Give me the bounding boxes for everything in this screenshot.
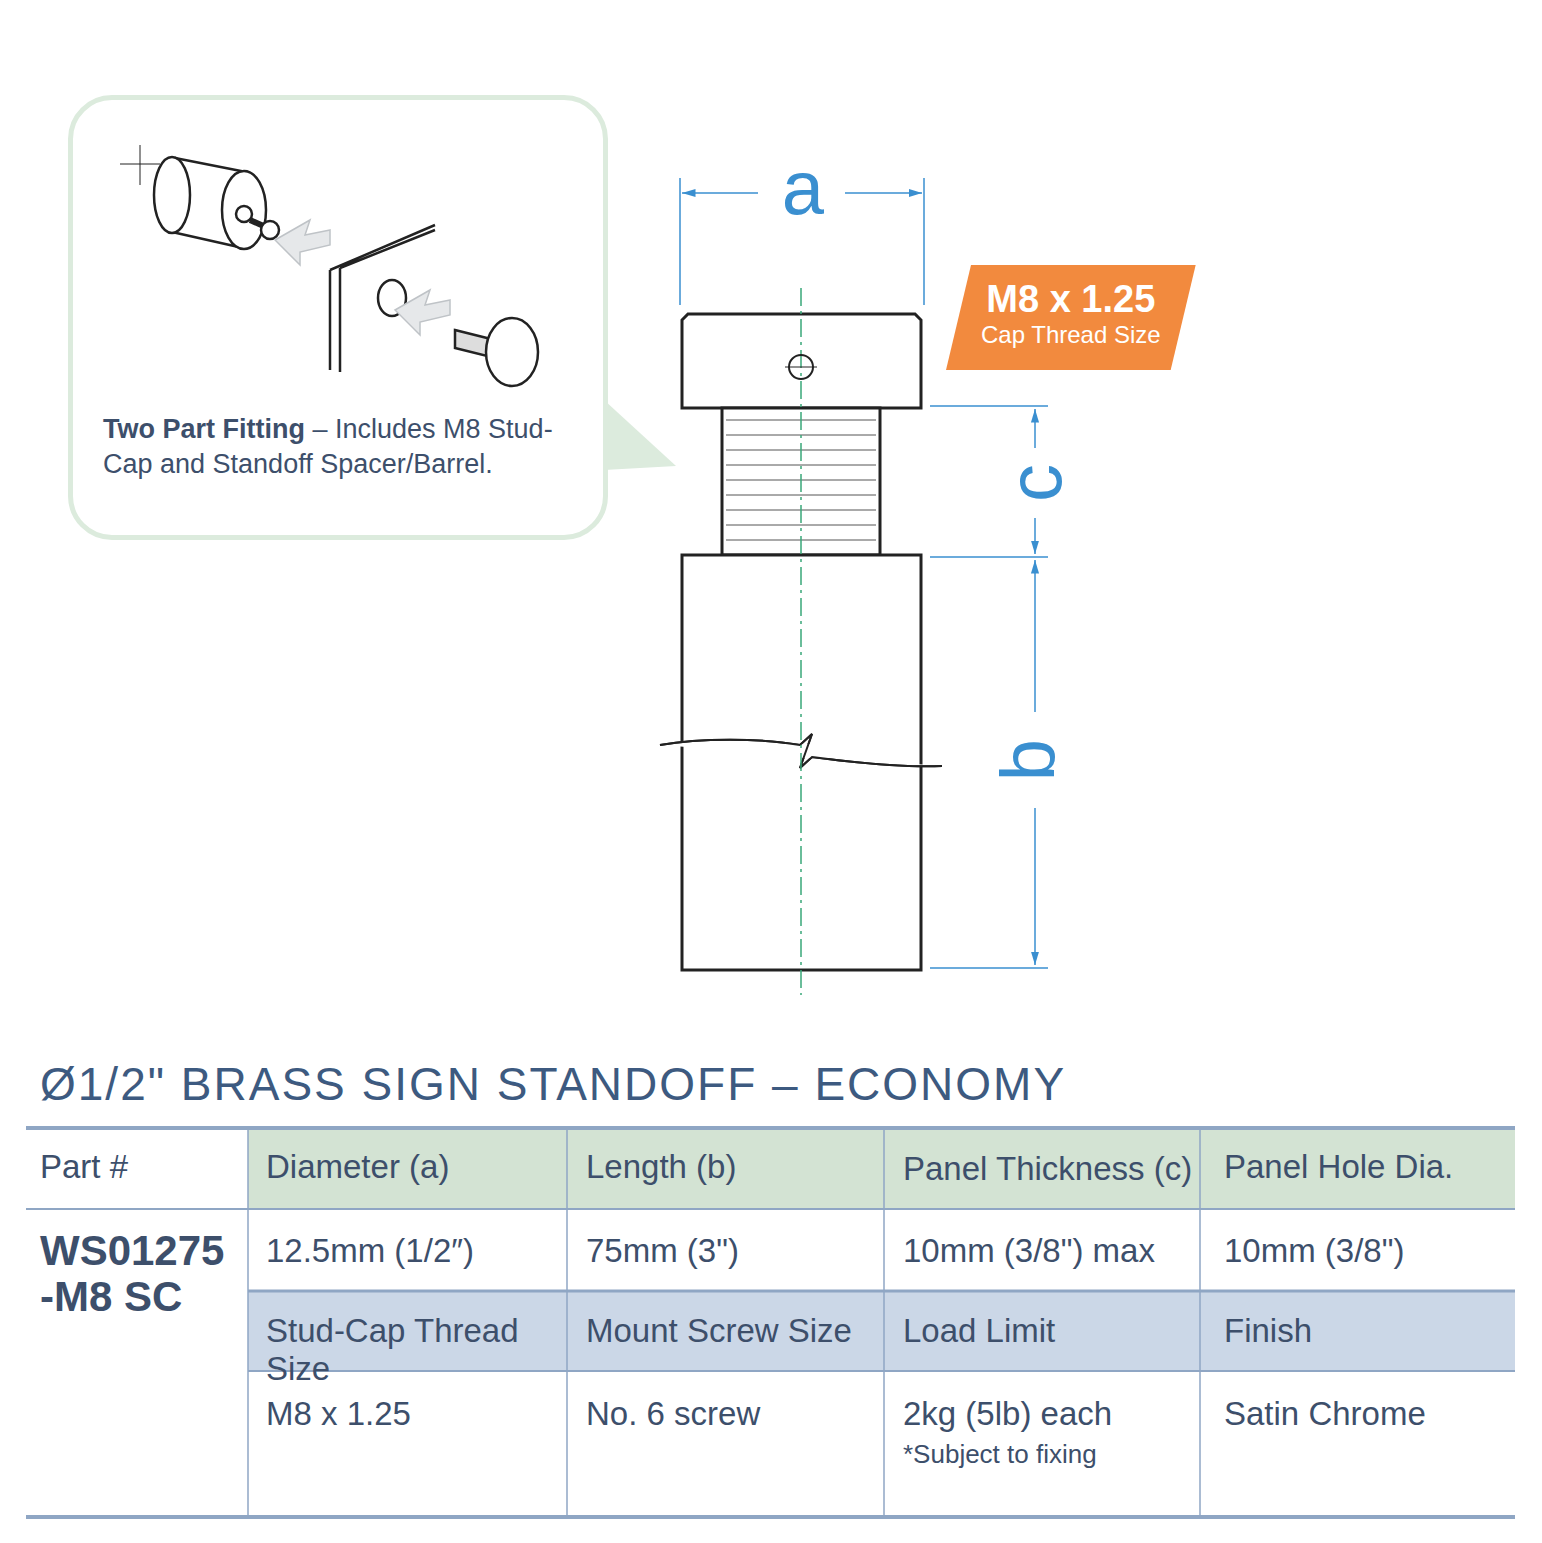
title: Ø1/2" BRASS SIGN STANDOFF – ECONOMY: [40, 1058, 1066, 1111]
callout-text: Two Part Fitting – Includes M8 Stud-Cap …: [103, 412, 573, 482]
table-header: Mount Screw Size: [586, 1312, 881, 1350]
callout-heading: Two Part Fitting: [103, 414, 305, 444]
table-header: Length (b): [586, 1148, 876, 1186]
table-header: Panel Thickness (c): [903, 1150, 1195, 1188]
table-header: Panel Hole Dia.: [1224, 1148, 1509, 1186]
dimension-letter: b: [990, 722, 1066, 798]
badge-thread: M8 x 1.25: [946, 279, 1196, 321]
badge-fill: [946, 265, 1196, 370]
table-cell: 10mm (3/8"): [1224, 1232, 1509, 1270]
callout-box: Two Part Fitting – Includes M8 Stud-Cap …: [68, 95, 608, 540]
thread-badge: M8 x 1.25Cap Thread Size: [946, 265, 1196, 370]
table-cell: No. 6 screw: [586, 1395, 876, 1433]
table-cell: 10mm (3/8") max: [903, 1232, 1195, 1270]
table-header: Diameter (a): [266, 1148, 561, 1186]
table-header: Stud-Cap Thread Size: [266, 1312, 564, 1388]
table-cell: 12.5mm (1/2″): [266, 1232, 561, 1270]
dimension-letter: c: [997, 448, 1073, 518]
part-number: WS01275 -M8 SC: [40, 1228, 245, 1320]
table-header: Load Limit: [903, 1312, 1195, 1350]
table-cell: 2kg (5lb) each: [903, 1395, 1195, 1433]
table-cell: Satin Chrome: [1224, 1395, 1509, 1433]
table-note: *Subject to fixing: [903, 1440, 1195, 1470]
table-header: Finish: [1224, 1312, 1509, 1350]
badge-caption: Cap Thread Size: [946, 321, 1196, 350]
dimension-letter: a: [768, 150, 838, 226]
table-header: Part #: [40, 1148, 240, 1186]
table-cell: M8 x 1.25: [266, 1395, 561, 1433]
table-cell: 75mm (3"): [586, 1232, 876, 1270]
